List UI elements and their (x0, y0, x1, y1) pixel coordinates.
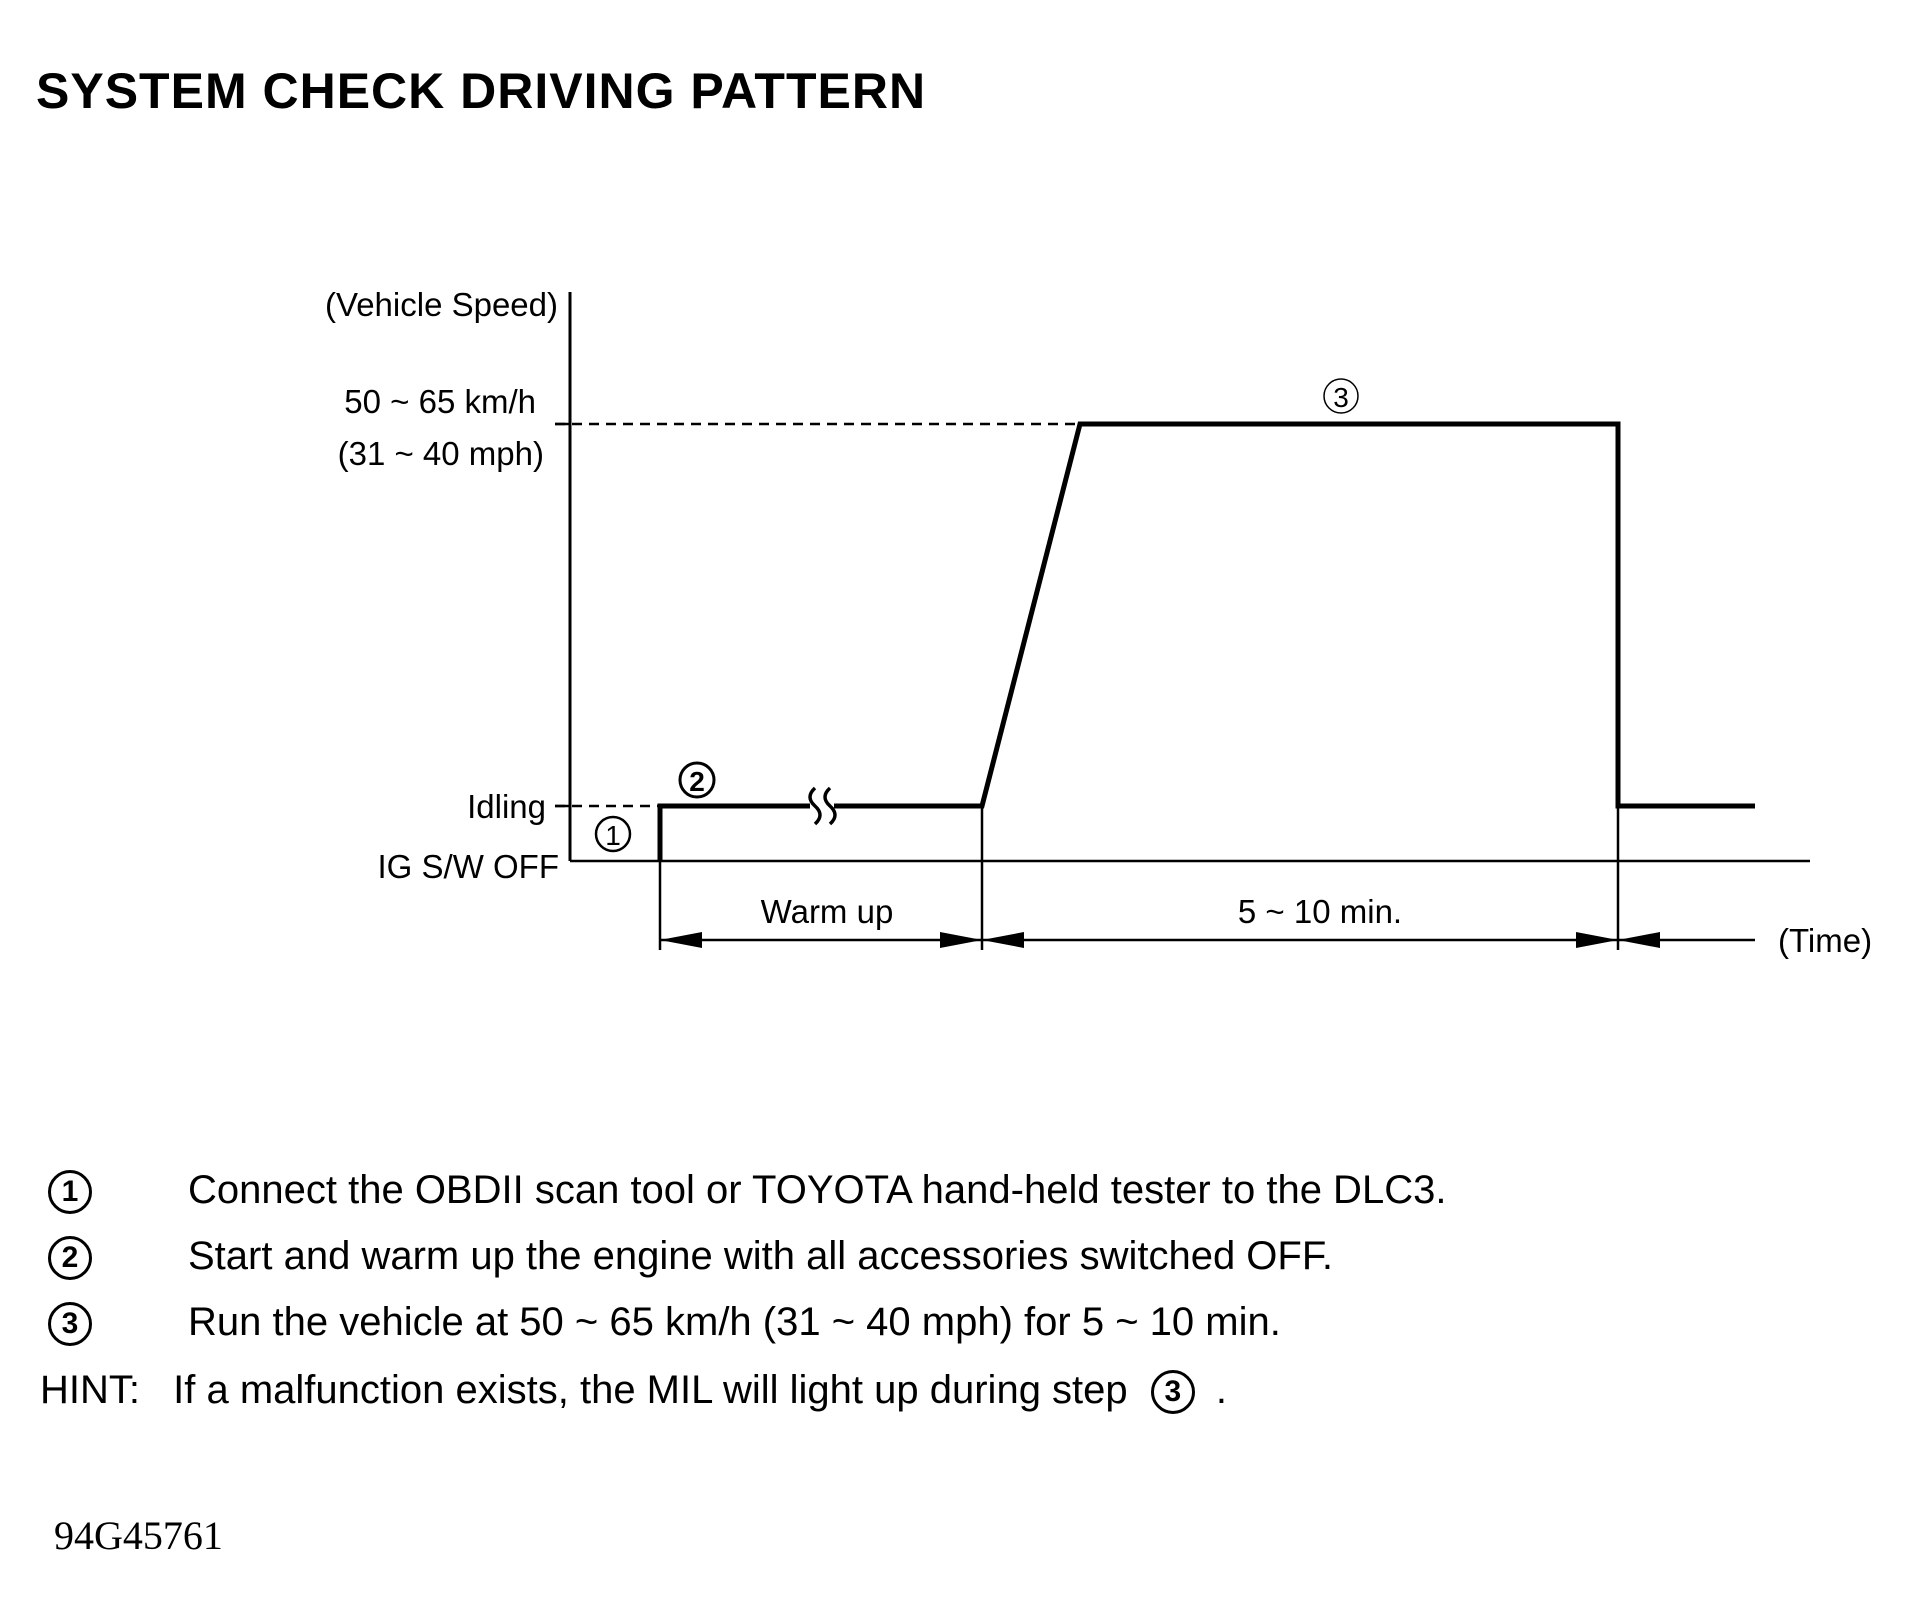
speed-profile-line-2 (834, 421, 1755, 809)
page-title: SYSTEM CHECK DRIVING PATTERN (36, 63, 927, 119)
warmup-arrow-left (660, 932, 702, 948)
hint-end: . (1215, 1368, 1228, 1412)
run-arrow-left (982, 932, 1024, 948)
y-axis-label: (Vehicle Speed) (325, 286, 558, 323)
marker-2-icon: 2 (678, 761, 716, 799)
run-arrow-right (1576, 932, 1618, 948)
hint-step-ref-icon: 3 (1150, 1370, 1195, 1415)
duration-label: 5 ~ 10 min. (1238, 893, 1402, 930)
step-2-number-icon: 2 (48, 1234, 188, 1281)
marker-3-icon: 3 (1323, 378, 1359, 414)
speed-label-kmh: 50 ~ 65 km/h (344, 383, 536, 420)
warmup-label: Warm up (761, 893, 894, 930)
time-break-symbol (808, 786, 837, 826)
step-2-text: Start and warm up the engine with all ac… (188, 1234, 1333, 1278)
marker-3-text: 3 (1333, 382, 1349, 413)
hint-text: If a malfunction exists, the MIL will li… (173, 1368, 1128, 1412)
step-1-text: Connect the OBDII scan tool or TOYOTA ha… (188, 1168, 1447, 1212)
speed-label-mph: (31 ~ 40 mph) (338, 435, 544, 472)
time-axis-label: (Time) (1778, 922, 1872, 959)
speed-profile-line (657, 803, 810, 861)
marker-2-text: 2 (689, 766, 705, 797)
hint-label: HINT: (40, 1368, 140, 1412)
figure-code: 94G45761 (54, 1513, 223, 1558)
marker-1-text: 1 (605, 820, 621, 851)
ig-off-label: IG S/W OFF (378, 848, 559, 885)
idling-label: Idling (467, 788, 546, 825)
warmup-arrow-right (940, 932, 982, 948)
time-arrow-left (1618, 932, 1660, 948)
hint-note: HINT: If a malfunction exists, the MIL w… (40, 1368, 1228, 1415)
marker-1-icon: 1 (594, 815, 632, 853)
step-3-text: Run the vehicle at 50 ~ 65 km/h (31 ~ 40… (188, 1300, 1281, 1344)
step-1-number-icon: 1 (48, 1168, 188, 1215)
step-3-number-icon: 3 (48, 1300, 188, 1347)
